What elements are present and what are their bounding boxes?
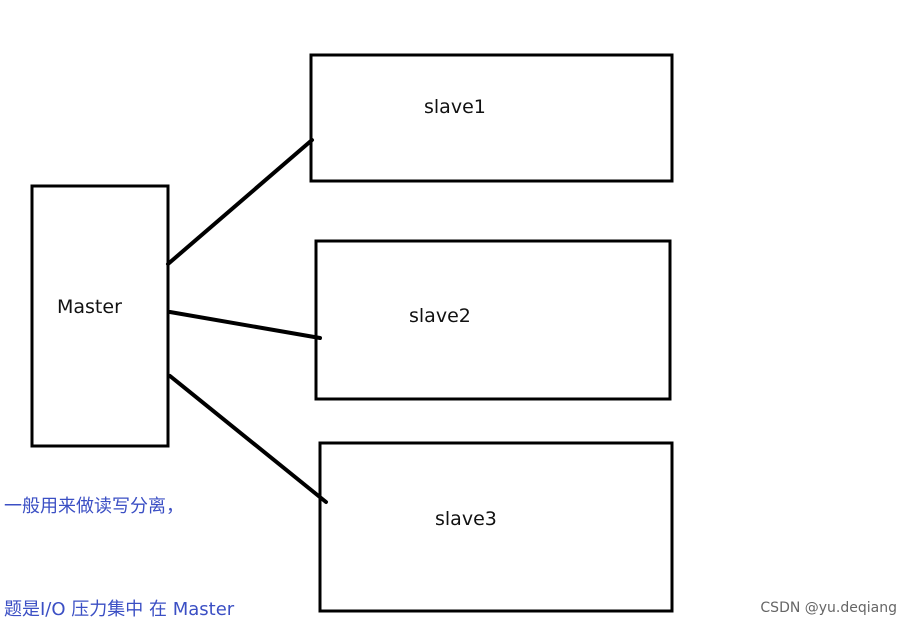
- slave3-box: [318, 441, 674, 613]
- connector-master-slave3: [168, 374, 328, 504]
- slave2-label: slave2: [409, 305, 471, 327]
- slave2-node: slave2: [314, 239, 672, 401]
- slave3-label: slave3: [435, 508, 497, 530]
- slave1-box: [309, 53, 674, 183]
- slave1-node: slave1: [309, 53, 674, 183]
- note-io-pressure: 题是I/O 压力集中 在 Master: [4, 599, 235, 620]
- master-node: Master: [30, 184, 170, 448]
- master-label: Master: [57, 296, 122, 318]
- slave1-label: slave1: [424, 96, 486, 118]
- connector-master-slave1: [166, 138, 314, 266]
- master-box: [30, 184, 170, 448]
- note-read-write-split: 一般用来做读写分离，: [4, 496, 184, 517]
- slave2-box: [314, 239, 672, 401]
- connector-master-slave2: [168, 310, 322, 340]
- slave3-node: slave3: [318, 441, 674, 613]
- csdn-watermark: CSDN @yu.deqiang: [760, 600, 897, 616]
